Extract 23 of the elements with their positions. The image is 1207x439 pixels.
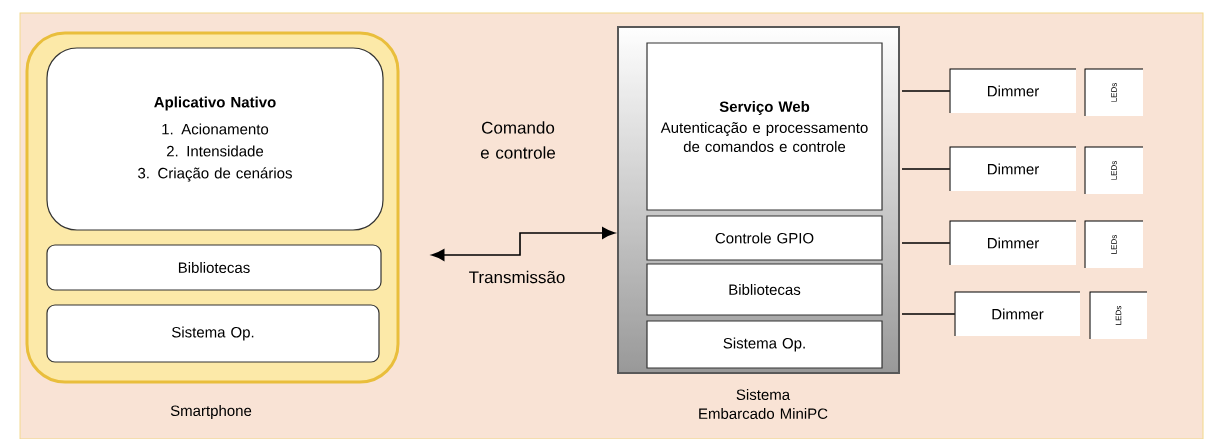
layer-box: Controle GPIO xyxy=(646,215,883,261)
led-box: LEDs xyxy=(1084,68,1144,117)
led-box: LEDs xyxy=(1084,220,1144,269)
dimmer-box: Dimmer xyxy=(949,220,1077,266)
connector xyxy=(901,313,956,315)
layer-box: Serviço Web Autenticação e processamento de comandos e controle xyxy=(646,42,883,211)
layer-box: Sistema Op. xyxy=(646,320,883,369)
device-label: Smartphone xyxy=(170,405,252,419)
led-box: LEDs xyxy=(1084,146,1144,195)
layer-box: Aplicativo Nativo 1. Acionamento 2. Intensidade 3. Criação de cenários xyxy=(46,47,384,231)
note-text: Comando e controle xyxy=(480,121,556,159)
dimmer-box: Dimmer xyxy=(954,291,1081,337)
dimmer-box: Dimmer xyxy=(949,68,1077,114)
dimmer-box: Dimmer xyxy=(949,146,1077,192)
layer-box: Bibliotecas xyxy=(646,263,883,316)
device-label: Sistema Embarcado MiniPC xyxy=(699,389,828,419)
layer-box: Sistema Op. xyxy=(46,304,380,363)
led-box: LEDs xyxy=(1089,291,1148,340)
connector xyxy=(901,90,951,92)
connector xyxy=(901,168,951,170)
connector xyxy=(901,242,951,244)
layer-box: Bibliotecas xyxy=(46,244,382,291)
connector xyxy=(431,227,615,261)
